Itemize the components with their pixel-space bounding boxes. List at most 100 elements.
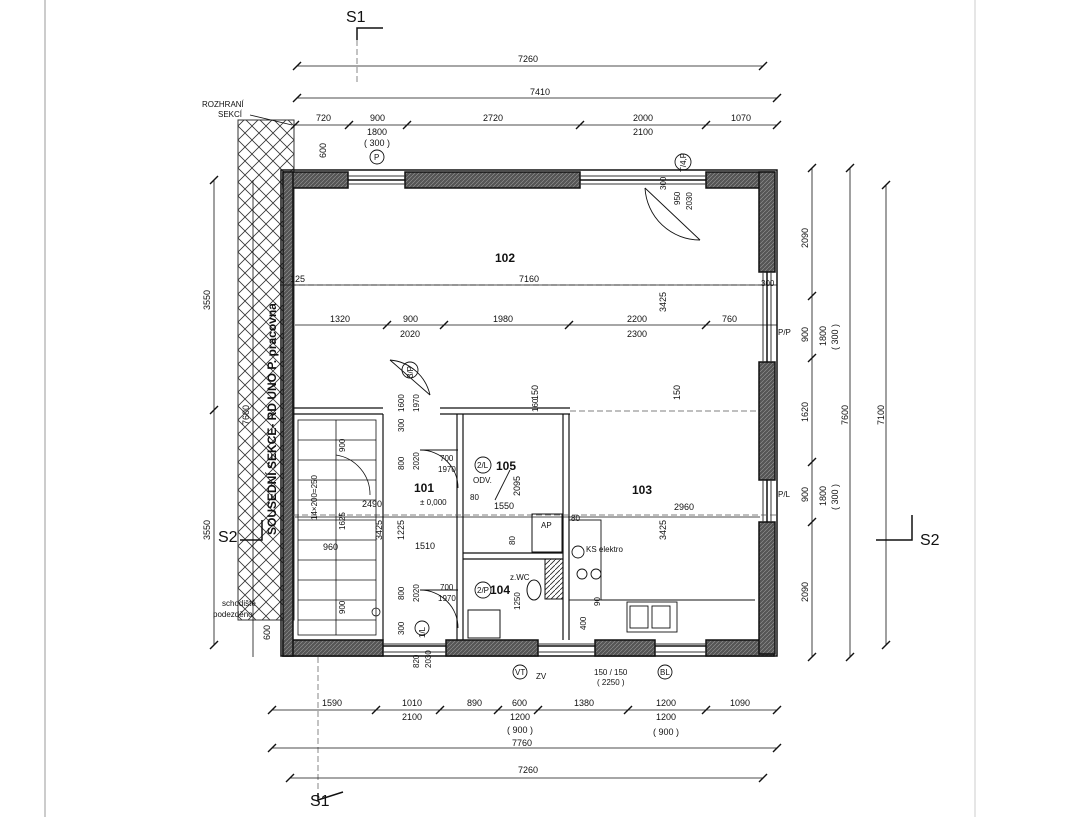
dim-top-2100: 2100 xyxy=(633,127,653,137)
marker-d1l: 1/L xyxy=(418,626,427,638)
outer-walls xyxy=(280,169,778,657)
kitchen-counter xyxy=(568,519,755,633)
marker-bl: BL xyxy=(660,668,670,677)
marker-vt: VT xyxy=(515,668,525,677)
dim-700-a: 700 xyxy=(440,454,454,463)
dim-1320: 1320 xyxy=(330,314,350,324)
section-s1-bottom: S1 xyxy=(310,793,330,810)
rozhrani-label-2: SEKCÍ xyxy=(218,110,243,119)
dim-bot-890: 890 xyxy=(467,698,482,708)
dim-right-2090-b: 2090 xyxy=(800,582,810,602)
ap-box xyxy=(531,513,563,553)
stair-note-2: podezděno xyxy=(213,610,253,619)
dim-300-c: 300 xyxy=(659,176,668,190)
dim-960: 960 xyxy=(323,542,338,552)
dim-2020-mid: 2020 xyxy=(400,329,420,339)
zv-label: ZV xyxy=(536,672,547,681)
dim-2030: 2030 xyxy=(424,650,433,668)
room-101-level: ± 0,000 xyxy=(420,498,447,507)
dim-top-1070: 1070 xyxy=(731,113,751,123)
dim-bot-7760: 7760 xyxy=(512,738,532,748)
dim-right-2090-a: 2090 xyxy=(800,228,810,248)
dim-right-7600: 7600 xyxy=(840,405,850,425)
wc-fixture xyxy=(467,609,501,639)
dim-bot-1200-a: 1200 xyxy=(510,712,530,722)
room-104: 104 xyxy=(490,583,510,597)
dim-300-a: 300 xyxy=(397,418,406,432)
dim-3425-left: 3425 xyxy=(374,520,384,540)
dim-900-mid: 900 xyxy=(403,314,418,324)
dim-right-300-a: ( 300 ) xyxy=(830,324,840,350)
dim-7160: 7160 xyxy=(519,274,539,284)
dim-left-7600: 7600 xyxy=(241,405,251,425)
rozhrani-arrow xyxy=(249,114,293,126)
dim-900-stair-b: 900 xyxy=(338,600,347,614)
dim-600-left: 600 xyxy=(262,625,272,640)
dim-top-2000: 2000 xyxy=(633,113,653,123)
dim-top-2720: 2720 xyxy=(483,113,503,123)
marker-pl: P/L xyxy=(778,490,791,499)
doors xyxy=(389,187,701,629)
dim-bot-600: 600 xyxy=(512,698,527,708)
dim-right-1800-a: 1800 xyxy=(818,326,828,346)
dim-top-720: 720 xyxy=(316,113,331,123)
stair-note-1: schodiště xyxy=(222,599,256,608)
marker-pp: P/P xyxy=(778,328,791,337)
dim-3425-top: 3425 xyxy=(658,292,668,312)
wc-wall-hatch xyxy=(544,558,564,600)
marker-d2p: 2/P xyxy=(477,586,489,595)
room-odv: ODV. xyxy=(473,476,492,485)
interior-walls xyxy=(293,407,570,640)
dim-1510: 1510 xyxy=(415,541,435,551)
dim-bot-1200-b: 1200 xyxy=(656,698,676,708)
section-s2-left: S2 xyxy=(218,529,238,546)
dim-right-900-b: 900 xyxy=(800,487,810,502)
dim-1980: 1980 xyxy=(493,314,513,324)
slope-label-2: ( 2250 ) xyxy=(597,678,625,687)
dim-1600: 1600 xyxy=(397,394,406,412)
dim-2095: 2095 xyxy=(512,476,522,496)
dim-1625: 1625 xyxy=(338,512,347,530)
dim-bot-900-b: ( 900 ) xyxy=(653,727,679,737)
dim-3425-right: 3425 xyxy=(658,520,668,540)
staircase xyxy=(297,419,381,636)
dim-900-stair-a: 900 xyxy=(338,438,347,452)
dim-300-b: 300 xyxy=(397,621,406,635)
dim-left-3550-a: 3550 xyxy=(202,290,212,310)
dim-2960: 2960 xyxy=(674,502,694,512)
dim-80-c: 80 xyxy=(508,536,517,545)
room-ap: AP xyxy=(541,521,552,530)
dim-80-b: 80 xyxy=(571,514,580,523)
wc-bowl xyxy=(526,579,542,601)
dim-160: 160 xyxy=(531,398,540,412)
room-105: 105 xyxy=(496,459,516,473)
dim-left-3550-b: 3550 xyxy=(202,520,212,540)
dim-top-1800: 1800 xyxy=(367,127,387,137)
dim-150-a: 150 xyxy=(530,385,540,400)
dim-2490: 2490 xyxy=(362,499,382,509)
dim-125: 125 xyxy=(290,274,305,284)
dim-820: 820 xyxy=(412,654,421,668)
dim-bot-1010: 1010 xyxy=(402,698,422,708)
dim-top-7410: 7410 xyxy=(530,87,550,97)
dim-top-600: 600 xyxy=(318,143,328,158)
dim-bot-7260: 7260 xyxy=(518,765,538,775)
dim-2020-b: 2020 xyxy=(412,584,421,602)
ks-elektro-label: KS elektro xyxy=(586,545,623,554)
grid-lines xyxy=(281,40,777,790)
dim-2200: 2200 xyxy=(627,314,647,324)
room-103: 103 xyxy=(632,483,652,497)
windows xyxy=(348,175,772,653)
dim-1250: 1250 xyxy=(513,592,522,610)
dim-top-300: ( 300 ) xyxy=(364,138,390,148)
rozhrani-label-1: ROZHRANÍ xyxy=(202,100,245,109)
dim-2020-a: 2020 xyxy=(412,452,421,470)
section-s2-right: S2 xyxy=(920,532,940,549)
dim-760: 760 xyxy=(722,314,737,324)
neighbour-section-label: SOUSEDNÍ SEKCE- RD UNO P. pracovna xyxy=(264,303,279,535)
dim-90: 90 xyxy=(593,597,602,606)
dim-80-a: 80 xyxy=(470,493,479,502)
dim-400: 400 xyxy=(579,616,588,630)
dim-right-300-b: ( 300 ) xyxy=(830,484,840,510)
